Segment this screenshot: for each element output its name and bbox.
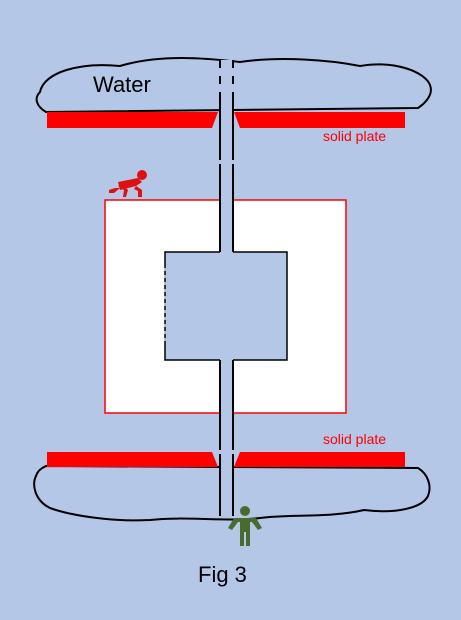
top-solid-plate-left [47,112,218,128]
solid-plate-label-bottom: solid plate [323,431,387,447]
water-label: Water [93,72,151,97]
vertical-channel [220,60,233,516]
bottom-solid-plate-right [234,452,405,467]
top-water-body [35,57,432,114]
channel-wall-gaps [218,160,235,454]
standing-person-icon [228,506,262,546]
solid-plate-label-top: solid plate [323,128,387,144]
crawling-person-icon [109,170,147,197]
top-solid-plate-right [234,112,405,128]
figure-caption: Fig 3 [198,562,247,587]
bottom-solid-plate-left [47,452,218,467]
